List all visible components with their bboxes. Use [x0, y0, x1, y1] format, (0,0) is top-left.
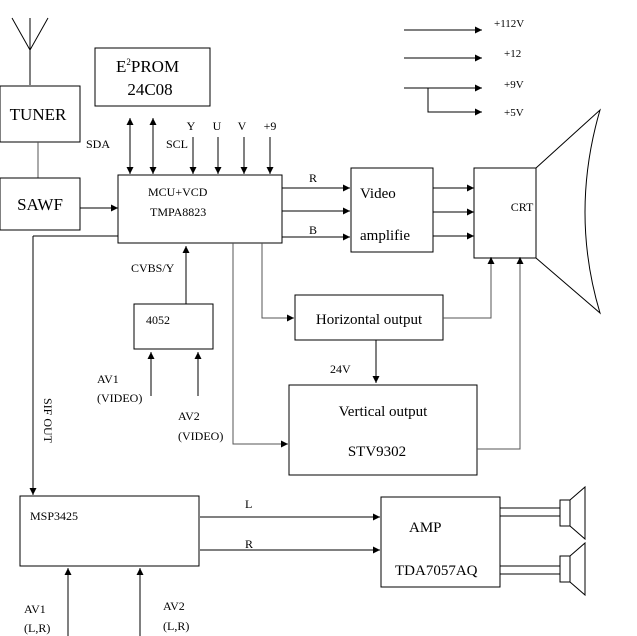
y-label: Y	[187, 119, 196, 133]
av1-video-label: AV1	[97, 372, 119, 386]
mcu-to-horizontal-line	[261, 243, 294, 322]
amp-block	[380, 496, 501, 588]
audio-r-label: R	[245, 537, 253, 551]
video-amp-label-2: amplifie	[360, 228, 410, 244]
mcu-label: MCU+VCD	[148, 185, 208, 199]
eeprom-label-e: E2PROM	[116, 57, 179, 76]
tuner-block	[0, 85, 81, 143]
av2-lr-label-2: (L,R)	[163, 619, 189, 633]
rail-5v-arrow	[427, 88, 482, 116]
mcu-to-vertical-line	[232, 243, 288, 448]
audio-l-label: L	[245, 497, 252, 511]
av1-lr-label-2: (L,R)	[24, 621, 50, 635]
eeprom-e: E	[116, 57, 126, 76]
vertical-output-label: Vertical output	[339, 404, 429, 420]
amp-label: AMP	[409, 520, 442, 536]
rail-9v-label: +9V	[504, 79, 524, 91]
vertical-to-crt-line	[477, 257, 524, 450]
msp-block	[19, 495, 200, 567]
vertical-output-part: STV9302	[348, 444, 406, 460]
cvbs-label: CVBS/Y	[131, 261, 175, 275]
rail-5v-label: +5V	[504, 107, 524, 119]
eeprom-part: 24C08	[127, 80, 172, 99]
sif-out-label: SIF OUT	[41, 398, 55, 444]
antenna-icon	[11, 17, 49, 85]
av1-video-label-2: (VIDEO)	[97, 391, 142, 405]
vertical-output-block	[288, 384, 478, 476]
scl-label: SCL	[166, 137, 188, 151]
amp-part: TDA7057AQ	[395, 563, 478, 579]
speaker-icon	[559, 485, 586, 541]
msp-label: MSP3425	[30, 509, 78, 523]
video-amp-block	[350, 167, 434, 253]
u-label: U	[213, 119, 222, 133]
sda-label: SDA	[86, 137, 110, 151]
switch-4052-label: 4052	[146, 313, 170, 327]
crt-label: CRT	[511, 200, 534, 214]
rail-12-label: +12	[504, 48, 521, 60]
speaker-icon	[559, 541, 586, 597]
v24-label: 24V	[330, 362, 351, 376]
b-label: B	[309, 223, 317, 237]
horizontal-to-crt-line	[443, 257, 495, 319]
sawf-label: SAWF	[17, 195, 63, 214]
av1-lr-label: AV1	[24, 602, 46, 616]
mcu-part: TMPA8823	[150, 205, 206, 219]
switch-4052-block	[133, 303, 214, 350]
eeprom-block	[94, 47, 211, 107]
r-label: R	[309, 171, 317, 185]
v-label: V	[238, 119, 247, 133]
av2-lr-label: AV2	[163, 599, 185, 613]
tuner-label: TUNER	[10, 105, 67, 124]
av2-video-label-2: (VIDEO)	[178, 429, 223, 443]
plus9-label: +9	[264, 119, 277, 133]
horizontal-output-block	[294, 294, 444, 341]
av2-video-label: AV2	[178, 409, 200, 423]
sawf-block	[0, 177, 81, 231]
crt-tube-icon	[473, 108, 601, 315]
mcu-block	[117, 174, 283, 244]
video-amp-label: Video	[360, 186, 396, 202]
horizontal-output-label: Horizontal output	[316, 312, 423, 328]
eeprom-prom: PROM	[131, 57, 179, 76]
rail-112v-label: +112V	[494, 18, 524, 30]
eeprom-sup: 2	[126, 57, 131, 67]
